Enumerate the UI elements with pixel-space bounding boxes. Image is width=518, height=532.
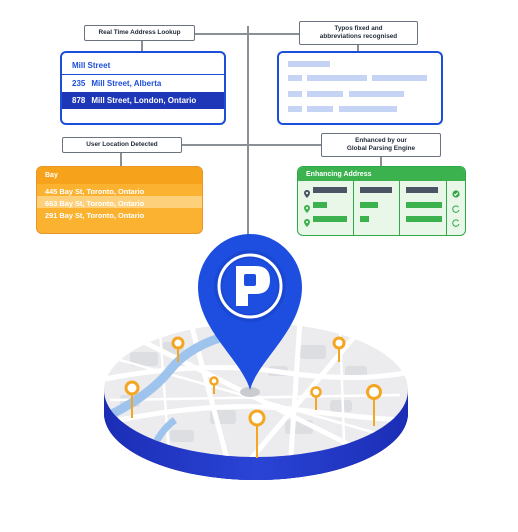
placeholder-bar (360, 187, 392, 193)
placeholder-bar (360, 202, 378, 208)
map-pin-icon (209, 376, 219, 394)
column-divider (399, 181, 400, 235)
map-pin-icon (332, 336, 346, 362)
lookup-result-item[interactable]: 235 Mill Street, Alberta (62, 74, 224, 92)
placeholder-bar (360, 216, 369, 222)
placeholder-bar (307, 91, 343, 97)
placeholder-bar (406, 187, 438, 193)
map-pin-icon (248, 409, 266, 458)
typos-card (277, 51, 443, 125)
placeholder-bar (349, 91, 404, 97)
column-divider (353, 181, 354, 235)
realtime-label: Real Time Address Lookup (84, 25, 195, 41)
map-pin-icon (310, 386, 322, 410)
location-result-item[interactable]: 445 Bay St, Toronto, Ontario (45, 187, 145, 196)
placeholder-bar (288, 75, 302, 81)
enhancing-title: Enhancing Address (298, 167, 465, 181)
typos-label: Typos fixed and abbreviations recognised (299, 21, 418, 45)
connector-line (120, 152, 122, 167)
lookup-result-item-selected[interactable]: 878 Mill Street, London, Ontario (62, 92, 224, 109)
enhanced-label: Enhanced by our Global Parsing Engine (321, 133, 441, 157)
location-query-input[interactable]: Bay (37, 167, 202, 184)
placeholder-bar (313, 187, 347, 193)
map-pin-icon (304, 185, 310, 203)
column-divider (446, 181, 447, 235)
map-pin-icon (304, 200, 310, 218)
placeholder-bar (406, 202, 442, 208)
placeholder-bar (288, 91, 302, 97)
map-pin-icon (304, 214, 310, 232)
connector-line (380, 152, 382, 167)
selected-row-highlight (37, 196, 202, 208)
typos-label-line1: Typos fixed and (334, 25, 383, 32)
user-location-label: User Location Detected (62, 137, 182, 153)
map-pin-icon (366, 384, 382, 426)
connector-line (247, 26, 249, 235)
map-disc-rim (104, 390, 408, 480)
placeholder-bar (313, 216, 347, 222)
radio-icon (452, 200, 460, 218)
result-address: Mill Street, Alberta (91, 78, 162, 88)
connector-line (141, 40, 143, 52)
map-pin-icon (124, 380, 140, 418)
map-pin-icon (171, 336, 185, 362)
placeholder-bar (372, 75, 427, 81)
logo-p-icon (236, 266, 270, 306)
placeholder-bar (406, 216, 442, 222)
pin-shadow (240, 387, 260, 397)
result-address: Mill Street, London, Ontario (91, 96, 197, 105)
result-number: 235 (72, 78, 86, 88)
placeholder-bar (307, 75, 367, 81)
location-result-item[interactable]: 663 Bay St, Toronto, Ontario (45, 199, 145, 208)
location-card: Bay 445 Bay St, Toronto, Ontario 663 Bay… (36, 166, 203, 234)
lookup-query-input[interactable]: Mill Street (62, 57, 224, 75)
enhancing-card: Enhancing Address (297, 166, 466, 236)
connector-line (357, 40, 359, 52)
location-result-item[interactable]: 291 Bay St, Toronto, Ontario (45, 211, 145, 220)
placeholder-bar (339, 106, 397, 112)
placeholder-bar (288, 61, 330, 67)
check-icon (452, 185, 460, 203)
result-number: 878 (72, 96, 86, 105)
placeholder-bar (288, 106, 302, 112)
realtime-lookup-card: Mill Street 235 Mill Street, Alberta 878… (60, 51, 226, 125)
placeholder-bar (307, 106, 333, 112)
connector-line (180, 144, 321, 146)
enhanced-label-line1: Enhanced by our (355, 137, 407, 144)
typos-label-line2: abbreviations recognised (319, 33, 398, 40)
connector-line (193, 33, 299, 35)
enhanced-label-line2: Global Parsing Engine (346, 145, 416, 152)
placeholder-bar (313, 202, 327, 208)
radio-icon (452, 214, 460, 232)
